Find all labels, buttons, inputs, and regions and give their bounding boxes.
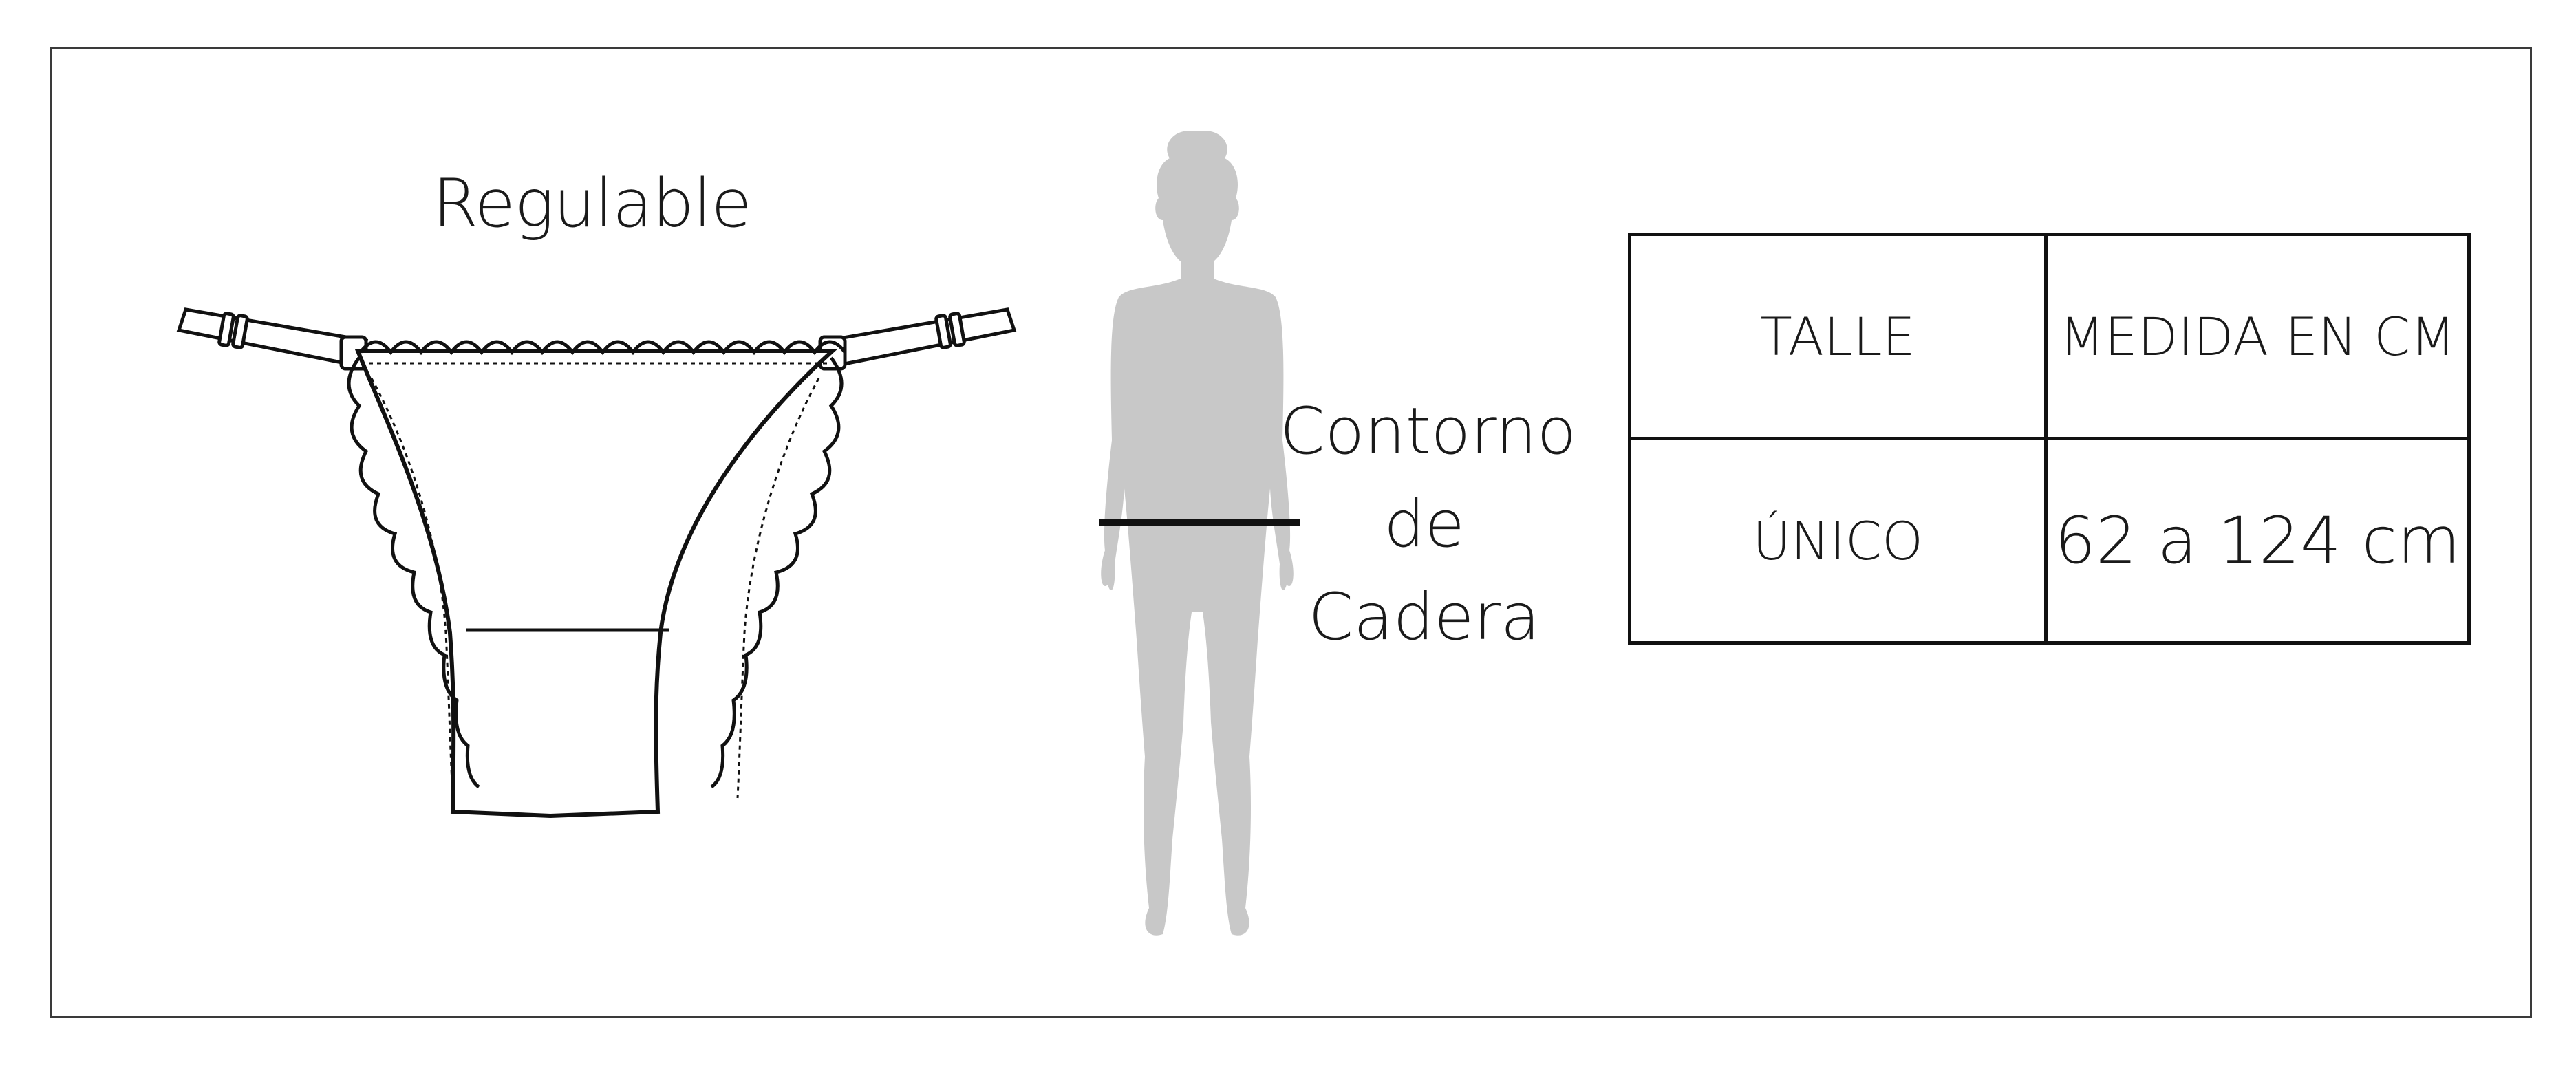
left-strap xyxy=(176,307,369,371)
table-row: ÚNICO 62 a 124 cm xyxy=(1628,437,2471,645)
cell-size: ÚNICO xyxy=(1628,437,2048,645)
table-header-row: TALLE MEDIDA EN CM xyxy=(1628,233,2471,440)
header-size: TALLE xyxy=(1628,233,2048,440)
left-leg-lace xyxy=(347,356,480,789)
hip-measure-label: Contorno de Cadera xyxy=(1280,385,1577,664)
right-leg-lace xyxy=(710,356,844,789)
panty-body xyxy=(354,349,838,819)
body-silhouette xyxy=(1099,131,1300,936)
header-measure: MEDIDA EN CM xyxy=(2044,233,2471,440)
size-table: TALLE MEDIDA EN CM ÚNICO 62 a 124 cm xyxy=(1628,233,2471,645)
silhouette-shape xyxy=(1101,131,1294,936)
hip-label-line-3: Cadera xyxy=(1308,580,1541,655)
hip-label-line-2: de xyxy=(1384,487,1465,562)
panty-illustration xyxy=(176,307,1017,819)
lace-top-edge xyxy=(358,340,847,356)
cell-measure: 62 a 124 cm xyxy=(2044,437,2471,645)
right-strap xyxy=(818,307,1017,371)
garment-title: Regulable xyxy=(432,165,751,242)
size-guide-frame xyxy=(50,47,2532,1018)
hip-label-line-1: Contorno xyxy=(1280,394,1577,469)
